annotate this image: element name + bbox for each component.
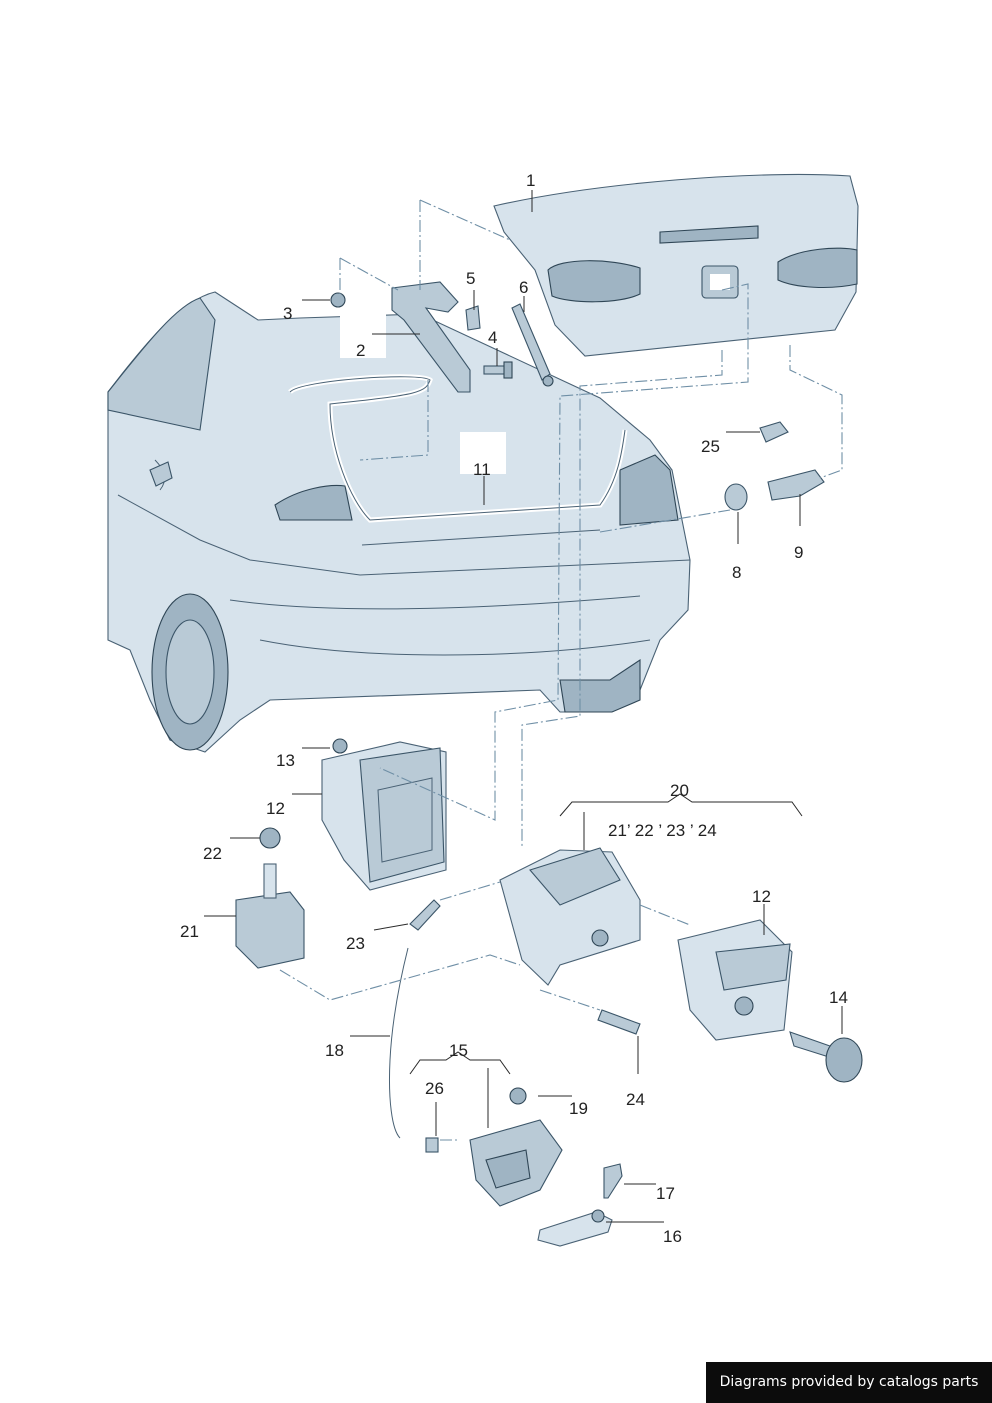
callout-15: 15: [449, 1041, 468, 1060]
callout-22: 22: [203, 844, 222, 863]
callout-20-subparts: 21’ 22 ’ 23 ’ 24: [608, 821, 717, 840]
callout-20: 20: [670, 781, 689, 800]
callout-11: 11: [473, 460, 491, 479]
callout-26: 26: [425, 1079, 444, 1098]
callout-19: 19: [569, 1099, 588, 1118]
lower-assemblies: [235, 738, 863, 1247]
credit-banner: Diagrams provided by catalogs parts: [706, 1362, 992, 1403]
callout-6: 6: [519, 278, 528, 297]
callout-16: 16: [663, 1227, 682, 1246]
callout-5: 5: [466, 269, 475, 288]
callout-17: 17: [656, 1184, 675, 1203]
callout-23: 23: [346, 934, 365, 953]
callout-labels: 1 2 3 4 5 6 8 9 11 12 12 13 14 15 16 17 …: [180, 171, 848, 1246]
dash-dot-routing-lines: [279, 199, 843, 1141]
callout-24: 24: [626, 1090, 645, 1109]
callout-2: 2: [356, 341, 365, 360]
leader-lines: [204, 190, 843, 1223]
callout-9: 9: [794, 543, 803, 562]
callout-14: 14: [829, 988, 848, 1007]
callout-1: 1: [526, 171, 535, 190]
callout-18: 18: [325, 1041, 344, 1060]
car-body-illustration: [107, 291, 691, 753]
callout-25: 25: [701, 437, 720, 456]
small-parts-top: [330, 281, 825, 511]
callout-3: 3: [283, 304, 292, 323]
callout-12-right: 12: [752, 887, 771, 906]
tailgate-lid-part: [493, 173, 859, 357]
callout-4: 4: [488, 328, 497, 347]
callout-8: 8: [732, 563, 741, 582]
callout-13: 13: [276, 751, 295, 770]
callout-12-left: 12: [266, 799, 285, 818]
callout-21: 21: [180, 922, 199, 941]
